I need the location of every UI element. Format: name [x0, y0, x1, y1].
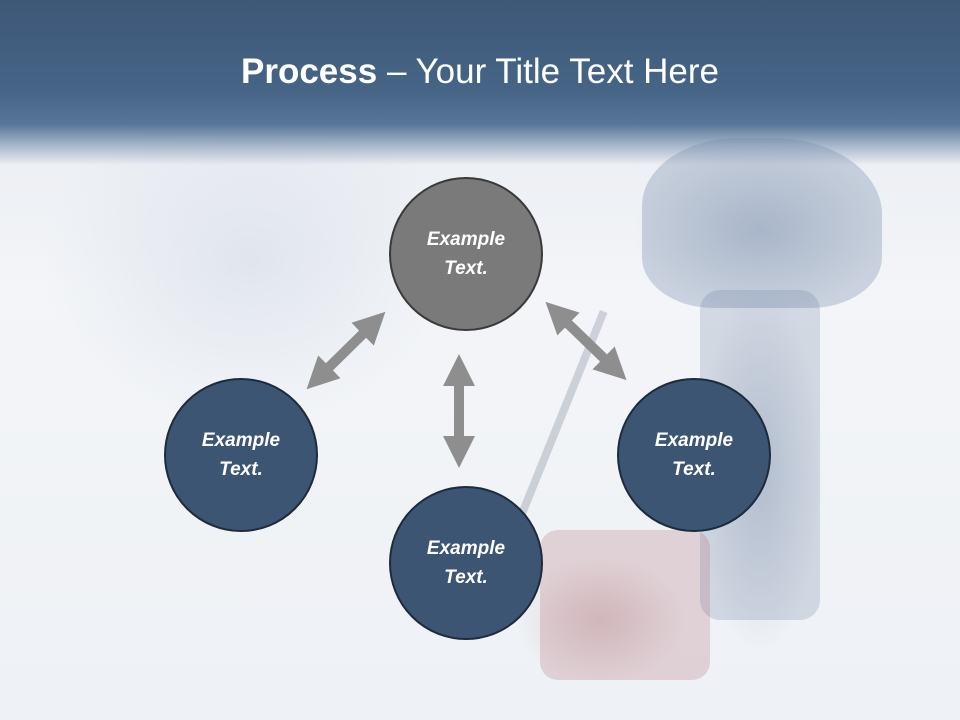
title-band [0, 0, 960, 165]
process-node-left[interactable]: Example Text. [164, 378, 318, 532]
background-snowblower [540, 530, 710, 680]
process-node-right[interactable]: Example Text. [617, 378, 771, 532]
slide-title-rest: – Your Title Text Here [377, 52, 719, 91]
background-person [642, 138, 882, 308]
node-top-line1: Example [426, 229, 506, 250]
slide-title-bold: Process [241, 52, 378, 91]
node-right-text: Example Text. [639, 426, 749, 484]
node-top-line2: Text. [444, 258, 488, 279]
node-bottom-text: Example Text. [411, 534, 521, 592]
node-left-line2: Text. [219, 459, 263, 480]
slide-title: Process – Your Title Text Here [0, 52, 960, 92]
process-node-bottom[interactable]: Example Text. [389, 486, 543, 640]
node-top-text: Example Text. [411, 225, 521, 283]
node-right-line2: Text. [672, 459, 716, 480]
node-left-text: Example Text. [186, 426, 296, 484]
node-bottom-line2: Text. [444, 567, 488, 588]
node-right-line1: Example [654, 430, 734, 451]
node-left-line1: Example [201, 430, 281, 451]
double-arrow-left [306, 311, 386, 390]
process-node-top[interactable]: Example Text. [389, 177, 543, 331]
node-bottom-line1: Example [426, 538, 506, 559]
double-arrow-right [545, 301, 627, 381]
